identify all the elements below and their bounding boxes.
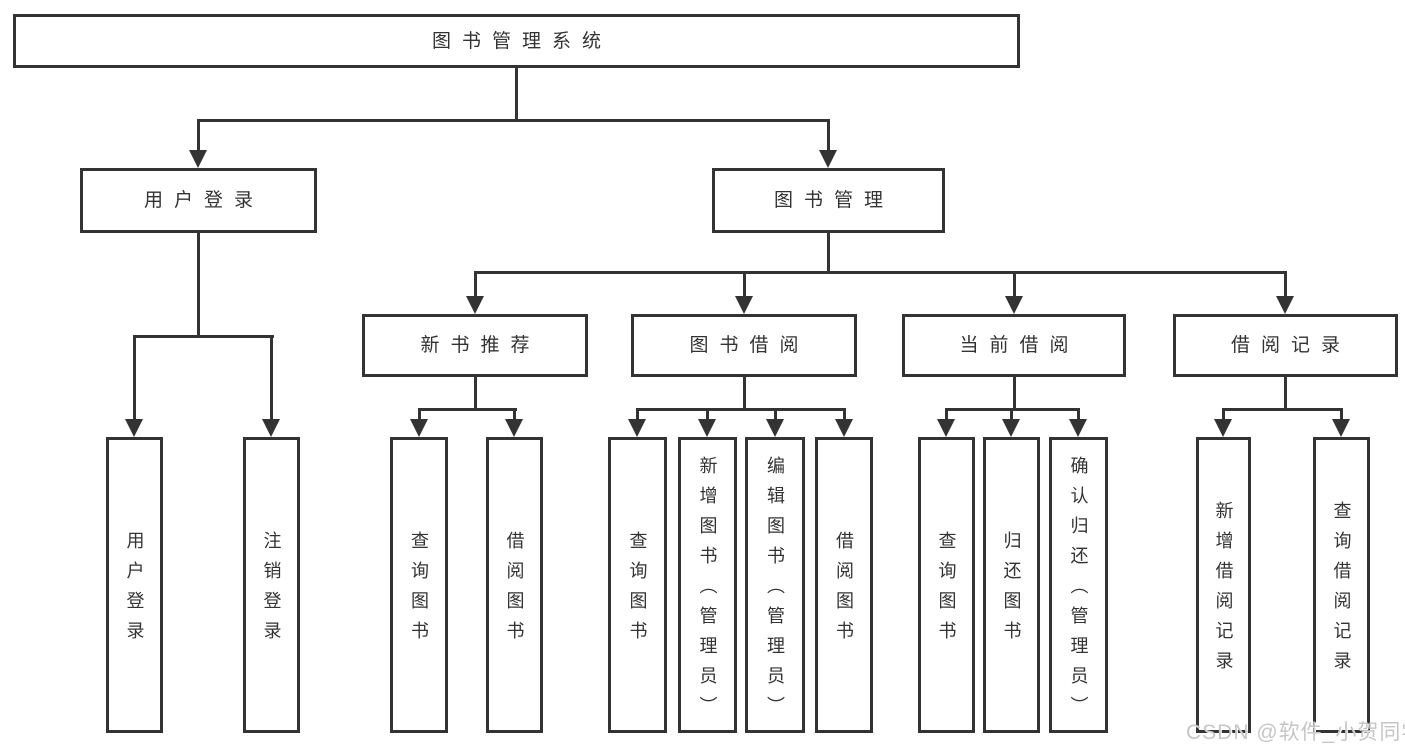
connector-new-book-drop: [474, 274, 477, 296]
leaf-br-add-record-label: 新增借阅记录: [1213, 501, 1234, 681]
leaf-bb-query-books-label: 查询图书: [627, 531, 648, 651]
arrow-to-bb-edit: [766, 419, 784, 437]
leaf-bb-query-books: 查询图书: [608, 437, 667, 733]
connector-user-login-bus: [133, 335, 274, 338]
leaf-cb-query-books: 查询图书: [918, 437, 975, 733]
connector-book-mgmt-bus: [474, 271, 1287, 274]
node-book-borrow: 图书借阅: [631, 314, 857, 377]
node-new-book-recommend-label: 新书推荐: [420, 335, 541, 356]
connector-cb-query-drop: [945, 411, 948, 419]
node-user-login-label: 用户登录: [143, 190, 264, 211]
connector-leaf-logout-drop: [270, 338, 273, 421]
leaf-user-login-label: 用户登录: [124, 531, 145, 651]
connector-bb-edit-drop: [774, 411, 777, 419]
leaf-nb-query-books-label: 查询图书: [409, 531, 429, 651]
connector-book-mgmt-drop: [827, 121, 830, 152]
connector-borrow-records-bus: [1222, 408, 1343, 411]
connector-cb-return-drop: [1010, 411, 1013, 419]
node-root: 图书管理系统: [13, 14, 1020, 68]
node-current-borrow-label: 当前借阅: [959, 335, 1080, 356]
connector-user-login-drop: [197, 121, 200, 152]
arrow-to-user-login: [189, 150, 207, 168]
arrow-to-bb-query: [628, 419, 646, 437]
leaf-br-query-record: 查询借阅记录: [1313, 437, 1370, 733]
connector-nb-query-drop: [418, 411, 421, 419]
leaf-nb-query-books: 查询图书: [390, 437, 448, 733]
arrow-to-bb-add: [698, 419, 716, 437]
leaf-nb-borrow-books-label: 借阅图书: [504, 531, 525, 651]
leaf-cb-confirm-return-admin: 确认归还（管理员）: [1049, 437, 1108, 733]
arrow-to-cb-confirm: [1069, 419, 1087, 437]
connector-user-login-stem: [197, 233, 200, 337]
arrow-to-cb-return: [1002, 419, 1020, 437]
leaf-br-query-record-label: 查询借阅记录: [1331, 501, 1352, 681]
leaf-nb-borrow-books: 借阅图书: [486, 437, 543, 733]
node-borrow-records-label: 借阅记录: [1230, 335, 1351, 356]
connector-br-query-drop: [1340, 411, 1343, 419]
node-borrow-records: 借阅记录: [1173, 314, 1398, 377]
connector-bb-add-drop: [706, 411, 709, 419]
node-book-borrow-label: 图书借阅: [689, 335, 810, 356]
connector-borrow-records-drop: [1284, 274, 1287, 296]
leaf-bb-edit-books-admin-label: 编辑图书（管理员）: [765, 456, 785, 726]
node-book-management-label: 图书管理: [773, 190, 894, 211]
leaf-cb-return-books: 归还图书: [983, 437, 1040, 733]
arrow-to-br-query: [1332, 419, 1350, 437]
leaf-bb-borrow-books-label: 借阅图书: [834, 531, 854, 651]
leaf-bb-borrow-books: 借阅图书: [815, 437, 873, 733]
connector-leaf-login-drop: [133, 338, 136, 421]
arrow-to-leaf-logout: [262, 419, 280, 437]
leaf-logout: 注销登录: [243, 437, 300, 733]
arrow-to-bb-borrow: [835, 419, 853, 437]
connector-current-borrow-drop: [1013, 274, 1016, 296]
leaf-user-login: 用户登录: [106, 437, 163, 733]
leaf-br-add-record: 新增借阅记录: [1196, 437, 1251, 733]
leaf-cb-return-books-label: 归还图书: [1001, 531, 1022, 651]
node-user-login: 用户登录: [80, 168, 317, 233]
arrow-to-current-borrow: [1005, 296, 1023, 314]
connector-new-book-bus: [418, 408, 517, 411]
connector-current-borrow-bus: [945, 408, 1080, 411]
connector-borrow-records-stem: [1284, 377, 1287, 408]
leaf-bb-add-books-admin-label: 新增图书（管理员）: [697, 456, 718, 726]
leaf-cb-query-books-label: 查询图书: [936, 531, 957, 651]
arrow-to-nb-query: [410, 419, 428, 437]
connector-bb-borrow-drop: [843, 411, 846, 419]
connector-root-bus: [197, 119, 830, 122]
csdn-watermark: CSDN @软件_小贺同学: [1186, 721, 1405, 744]
connector-cb-confirm-drop: [1077, 411, 1080, 419]
arrow-to-new-book: [466, 296, 484, 314]
connector-current-borrow-stem: [1013, 377, 1016, 408]
leaf-logout-label: 注销登录: [261, 531, 282, 651]
connector-new-book-stem: [474, 377, 477, 408]
node-new-book-recommend: 新书推荐: [362, 314, 588, 377]
leaf-bb-edit-books-admin: 编辑图书（管理员）: [745, 437, 805, 733]
arrow-to-borrow-records: [1276, 296, 1294, 314]
leaf-bb-add-books-admin: 新增图书（管理员）: [678, 437, 737, 733]
node-current-borrow: 当前借阅: [902, 314, 1126, 377]
connector-book-borrow-drop: [743, 274, 746, 296]
connector-br-add-drop: [1222, 411, 1225, 419]
connector-book-mgmt-stem: [827, 233, 830, 271]
arrow-to-book-mgmt: [819, 150, 837, 168]
arrow-to-book-borrow: [735, 296, 753, 314]
leaf-cb-confirm-return-admin-label: 确认归还（管理员）: [1068, 456, 1089, 726]
connector-bb-query-drop: [636, 411, 639, 419]
arrow-to-nb-borrow: [505, 419, 523, 437]
connector-nb-borrow-drop: [513, 411, 516, 419]
node-book-management: 图书管理: [712, 168, 945, 233]
arrow-to-cb-query: [937, 419, 955, 437]
arrow-to-leaf-login: [125, 419, 143, 437]
connector-book-borrow-bus: [636, 408, 846, 411]
arrow-to-br-add: [1214, 419, 1232, 437]
connector-book-borrow-stem: [743, 377, 746, 408]
node-root-label: 图书管理系统: [431, 30, 612, 52]
connector-root-stem: [515, 68, 518, 119]
